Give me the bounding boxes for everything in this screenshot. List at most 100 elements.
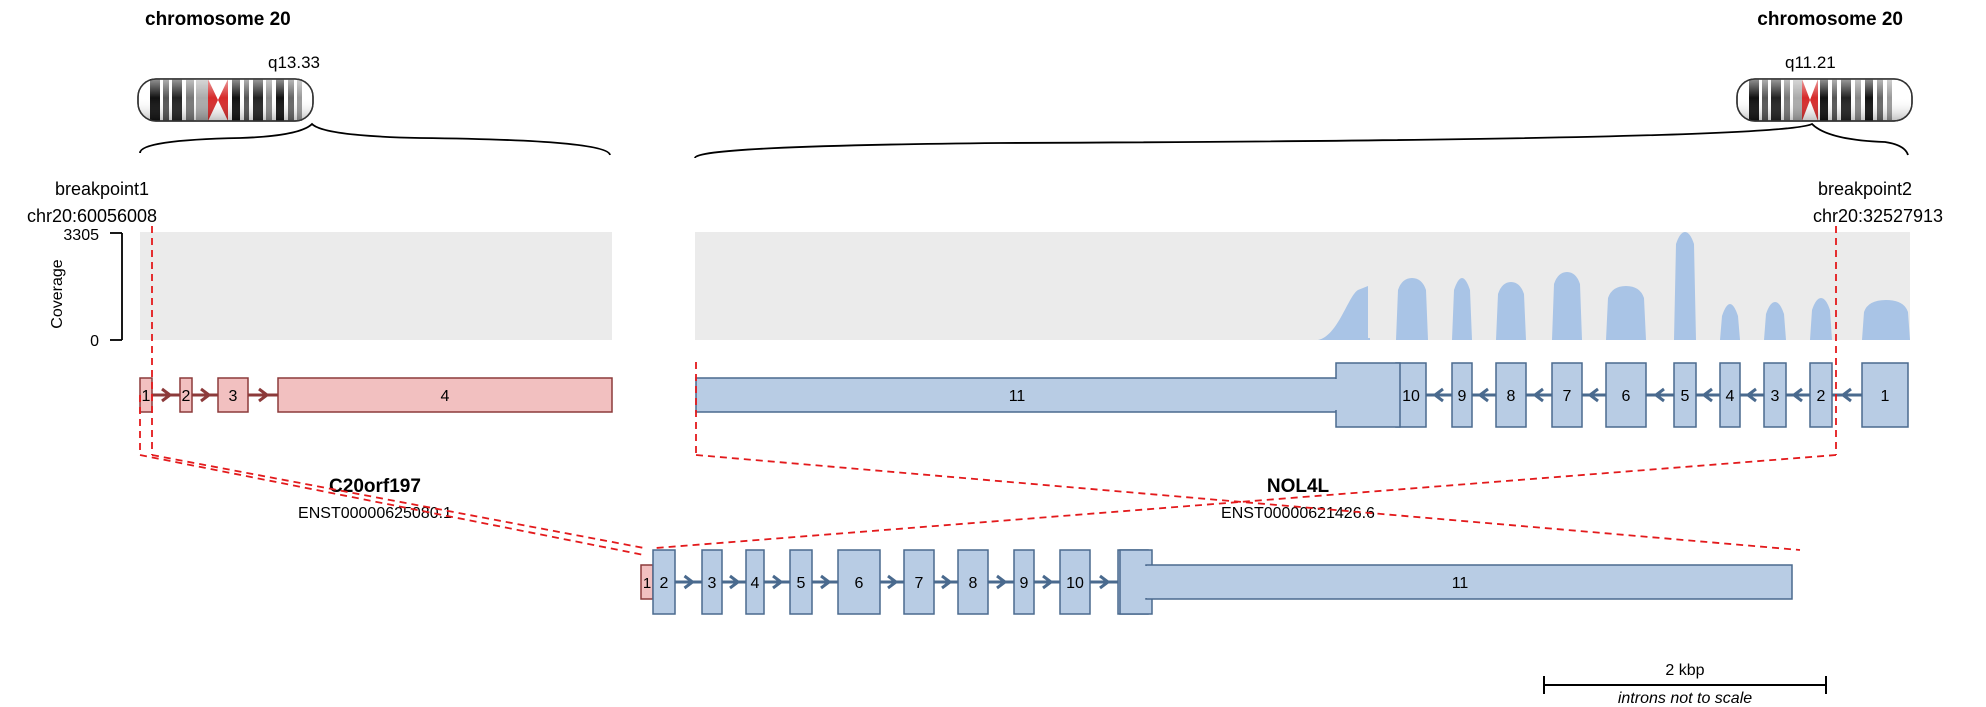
right-exon-8 [1495,362,1527,428]
right-exon-2 [1809,362,1833,428]
right-exon-7 [1551,362,1583,428]
strand-arrow [729,574,741,590]
strand-arrow [1745,387,1757,403]
strand-arrow [1840,387,1852,403]
right-exon-2-label: 2 [1817,388,1826,405]
right-exon-6-label: 6 [1622,388,1631,405]
right-gene-name: NOL4L [1267,476,1330,497]
right-exon-10-label: 10 [1402,388,1420,405]
strand-arrow [1432,387,1444,403]
coverage-min-label: 0 [90,333,99,350]
right-exon-9-label: 9 [1458,388,1467,405]
fusion-exon-4-label: 4 [751,575,760,592]
fusion-exon-2-label: 2 [660,575,669,592]
left-exon-3-label: 3 [229,388,238,405]
right-exon-1-label: 1 [1881,388,1890,405]
left-exon-3 [217,377,249,413]
strand-arrow [1042,574,1054,590]
strand-arrow [258,387,270,403]
right-exon-11 [695,377,1339,413]
right-exon-4-label: 4 [1726,388,1735,405]
fusion-exon-7 [903,549,935,615]
left-exon-4 [277,377,613,413]
coverage-peaks [1318,232,1910,340]
strand-arrow [1701,387,1713,403]
left-coverage-background [140,232,612,340]
left-exon-1-label: 1 [142,388,151,405]
fusion-exon-10-label: 10 [1066,575,1084,592]
strand-arrow [1099,574,1111,590]
scale-note: introns not to scale [1618,690,1752,707]
strand-arrow [1477,387,1489,403]
strand-arrow [996,574,1008,590]
fusion-exon-5-label: 5 [797,575,806,592]
coverage-axis-label: Coverage [49,259,66,328]
right-exon-3 [1763,362,1787,428]
right-exon-8-label: 8 [1507,388,1516,405]
fusion-exon-9 [1013,549,1035,615]
strand-arrow [941,574,953,590]
strand-arrow [772,574,784,590]
fusion-exon-10 [1059,549,1091,615]
strand-arrow [1791,387,1803,403]
fusion-exon-8 [957,549,989,615]
right-exon-5-label: 5 [1681,388,1690,405]
scale-bar-label: 2 kbp [1665,662,1704,679]
fusion-transcript-track: 123456789101111 [640,549,1793,615]
strand-arrow [161,387,173,403]
fusion-exon-1-label: 1 [643,575,651,592]
fusion-exon-6-label: 6 [855,575,864,592]
fusion-exon-3 [701,549,723,615]
fusion-exon-2 [652,549,676,615]
right-exon-3-label: 3 [1771,388,1780,405]
right-exon-11-cds [1335,362,1401,428]
fusion-exon-5 [789,549,813,615]
breakpoint-lines [139,226,1837,556]
fusion-exon-3-label: 3 [708,575,717,592]
fusion-exon-11 [1145,564,1793,600]
left-chromosome-title: chromosome 20 [145,9,291,30]
fusion-exon-8-label: 8 [969,575,978,592]
scale-bar [1543,676,1827,694]
strand-arrow [1587,387,1599,403]
left-exon-2 [179,377,193,413]
left-exon-2-label: 2 [182,388,191,405]
right-zoom-bracket [694,122,1909,159]
strand-arrow [1532,387,1544,403]
fusion-exon-6 [837,549,881,615]
strand-arrow [683,574,695,590]
fusion-exon-9-label: 9 [1020,575,1029,592]
coverage-axis [110,232,123,341]
right-exon-5 [1673,362,1697,428]
fusion-exon-4 [745,549,765,615]
left-exon-4-label: 4 [441,388,450,405]
right-exon-4 [1719,362,1741,428]
breakpoint2-label: breakpoint2 [1818,179,1912,199]
strand-arrow [820,574,832,590]
right-band-label: q11.21 [1785,53,1836,72]
breakpoint2-coordinate: chr20:32527913 [1813,206,1943,226]
strand-arrow [1653,387,1665,403]
right-exon-1 [1861,362,1909,428]
right-chromosome-ideogram [1736,78,1913,122]
right-coverage-background [695,232,1910,340]
right-chromosome-title: chromosome 20 [1757,9,1903,30]
right-exon-9 [1451,362,1473,428]
left-zoom-bracket [139,122,611,156]
right-exon-7-label: 7 [1563,388,1572,405]
left-band-label: q13.33 [268,53,320,72]
strand-arrow [887,574,899,590]
right-exon-11-label: 11 [1009,388,1026,405]
breakpoint1-label: breakpoint1 [55,179,149,199]
right-exon-10 [1395,362,1427,428]
right-exon-6 [1605,362,1647,428]
fusion-exon-7-label: 7 [915,575,924,592]
right-gene-track: 11 10 9 8 7 6 5 4 3 2 1 [695,362,1909,428]
breakpoint1-coordinate: chr20:60056008 [27,206,157,226]
fusion-exon-11-label: 11 [1452,575,1469,592]
strand-arrow [200,387,212,403]
left-gene-name: C20orf197 [329,476,421,497]
left-gene-track: 1 2 3 4 [139,377,613,413]
left-chromosome-ideogram [137,78,314,122]
